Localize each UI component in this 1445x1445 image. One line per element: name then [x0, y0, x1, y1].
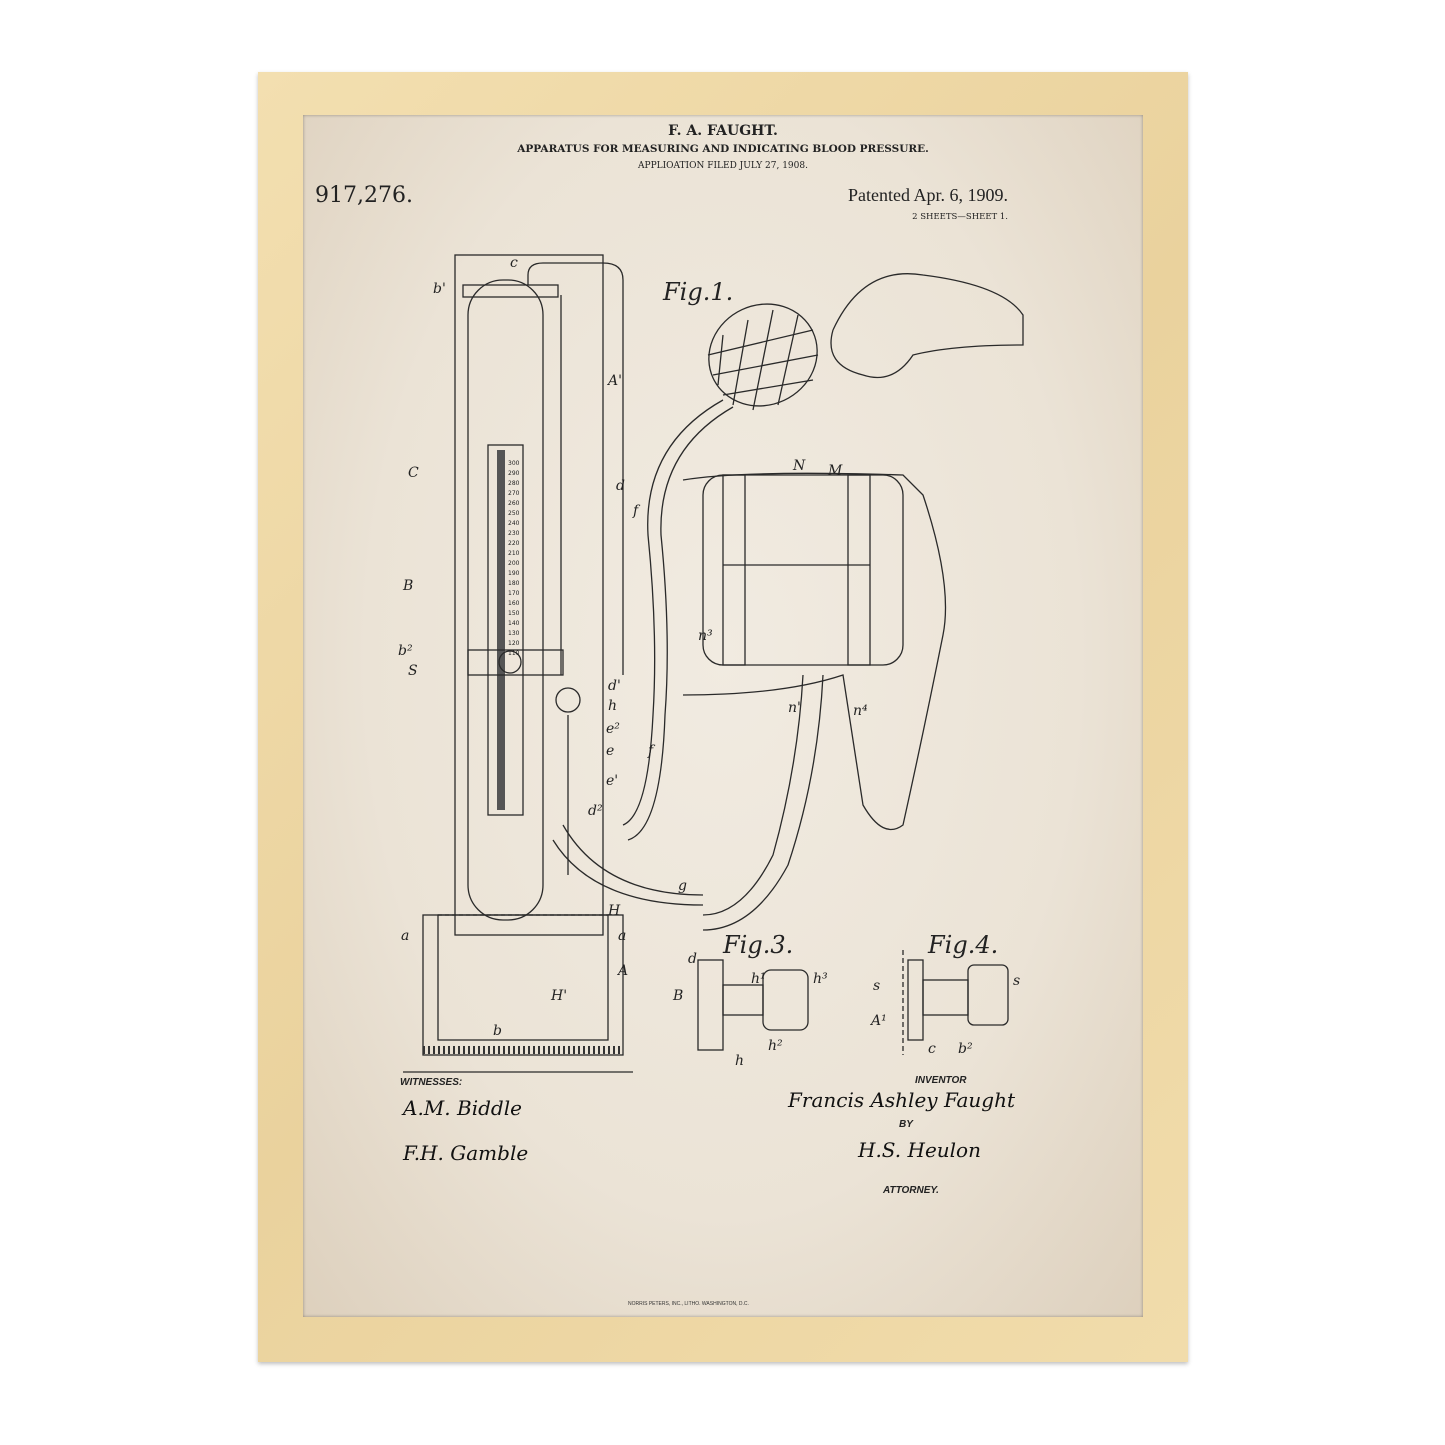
fig3-title: Fig.3.: [722, 931, 793, 959]
bulb-drawing: [622, 273, 1024, 841]
sheet-count: 2 SHEETS—SHEET 1.: [912, 212, 1008, 222]
label-n1: n': [788, 700, 801, 716]
scale-mark: 180: [508, 580, 520, 587]
fig4-label-s: s: [873, 978, 880, 994]
scale-mark: 240: [508, 520, 520, 527]
scale-mark: 300: [508, 460, 520, 467]
patent-sheet: F. A. FAUGHT. APPARATUS FOR MEASURING AN…: [303, 115, 1143, 1317]
label-M: M: [827, 463, 843, 479]
fig4-title: Fig.4.: [927, 931, 998, 959]
scale-mark: 260: [508, 500, 520, 507]
fig3-label-h: h: [735, 1053, 744, 1069]
label-a-right: a: [618, 928, 626, 944]
patent-date: Patented Apr. 6, 1909.: [848, 185, 1008, 205]
fig3-label-h1: h¹: [751, 971, 766, 987]
label-d: d: [616, 478, 625, 494]
label-e1: e': [606, 773, 618, 789]
scale-mark: 270: [508, 490, 520, 497]
label-H1: H': [550, 988, 567, 1004]
scale-mark: 290: [508, 470, 520, 477]
cuff-drawing: [682, 472, 947, 931]
fig4-label-A1: A¹: [869, 1013, 887, 1029]
label-H: H: [607, 903, 621, 919]
label-n4: n⁴: [853, 703, 868, 719]
label-A1: A': [606, 373, 622, 389]
inventor-label: INVENTOR: [915, 1075, 967, 1086]
scale-mark: 190: [508, 570, 520, 577]
label-f2: f: [647, 743, 656, 759]
patent-title: APPARATUS FOR MEASURING AND INDICATING B…: [517, 143, 929, 155]
label-e2: e²: [606, 721, 620, 737]
label-g: g: [678, 878, 687, 894]
label-d1: d': [608, 678, 621, 694]
label-b2: b²: [398, 643, 413, 659]
patent-number: 917,276.: [315, 183, 413, 208]
label-S: S: [408, 663, 418, 679]
inventor-signature: Francis Ashley Faught: [787, 1088, 1016, 1112]
scale-mark: 200: [508, 560, 520, 567]
attorney-label: ATTORNEY.: [882, 1185, 939, 1196]
scale-mark: 250: [508, 510, 520, 517]
label-h: h: [608, 698, 617, 714]
attorney-signature: H.S. Heulon: [857, 1138, 981, 1162]
scale-mark: 230: [508, 530, 520, 537]
printer-imprint: NORRIS PETERS, INC., LITHO. WASHINGTON, …: [628, 1301, 749, 1307]
scale-mark: 120: [508, 640, 520, 647]
fig4-label-c: c: [928, 1041, 936, 1057]
fig3-label-h2: h²: [768, 1038, 783, 1054]
label-e: e: [606, 743, 614, 759]
scale-mark: 280: [508, 480, 520, 487]
fig1-title: Fig.1.: [662, 278, 733, 306]
label-N: N: [792, 458, 806, 474]
scale-mark: 130: [508, 630, 520, 637]
scale-mark: 150: [508, 610, 520, 617]
scale-mark: 160: [508, 600, 520, 607]
label-A: A: [616, 963, 628, 979]
scale-mark: 110: [508, 650, 520, 657]
fig3-label-d: d: [688, 951, 697, 967]
label-a-left: a: [401, 928, 409, 944]
label-n3: n³: [698, 628, 713, 644]
label-b1: b': [433, 281, 446, 297]
scale-mark: 170: [508, 590, 520, 597]
fig4-drawing: [902, 950, 1009, 1055]
fig3-label-B: B: [672, 988, 683, 1004]
witness-signature-2: F.H. Gamble: [402, 1141, 528, 1165]
scale-mark: 210: [508, 550, 520, 557]
by-label: BY: [899, 1119, 914, 1130]
inventor-heading: F. A. FAUGHT.: [668, 123, 778, 139]
scale-mark: 220: [508, 540, 520, 547]
label-C: C: [408, 465, 419, 481]
label-B: B: [402, 578, 413, 594]
fig4-label-s2: s: [1013, 973, 1020, 989]
scale-marks: 300 290 280 270 260 250 240 230 220 210 200 190 180 1…: [508, 460, 520, 657]
scale-mark: 140: [508, 620, 520, 627]
fig3-label-h3: h³: [813, 971, 828, 987]
fig4-label-b2: b²: [958, 1041, 973, 1057]
manometer-drawing: [422, 254, 704, 1056]
application-date: APPLIOATION FILED JULY 27, 1908.: [638, 161, 808, 171]
label-f: f: [632, 503, 641, 519]
fig3-drawing: [697, 959, 809, 1051]
label-d2: d²: [588, 803, 603, 819]
witness-signature-1: A.M. Biddle: [401, 1096, 522, 1120]
patent-drawing: 300 290 280 270 260 250 240 230 220 210 200 190 180 1…: [398, 254, 1024, 1307]
witnesses-label: WITNESSES:: [400, 1077, 462, 1088]
label-b: b: [493, 1023, 502, 1039]
label-c: c: [510, 255, 518, 271]
reference-labels: c b' A' C d B f M N b² S d' h e² e f e' …: [398, 255, 1020, 1069]
